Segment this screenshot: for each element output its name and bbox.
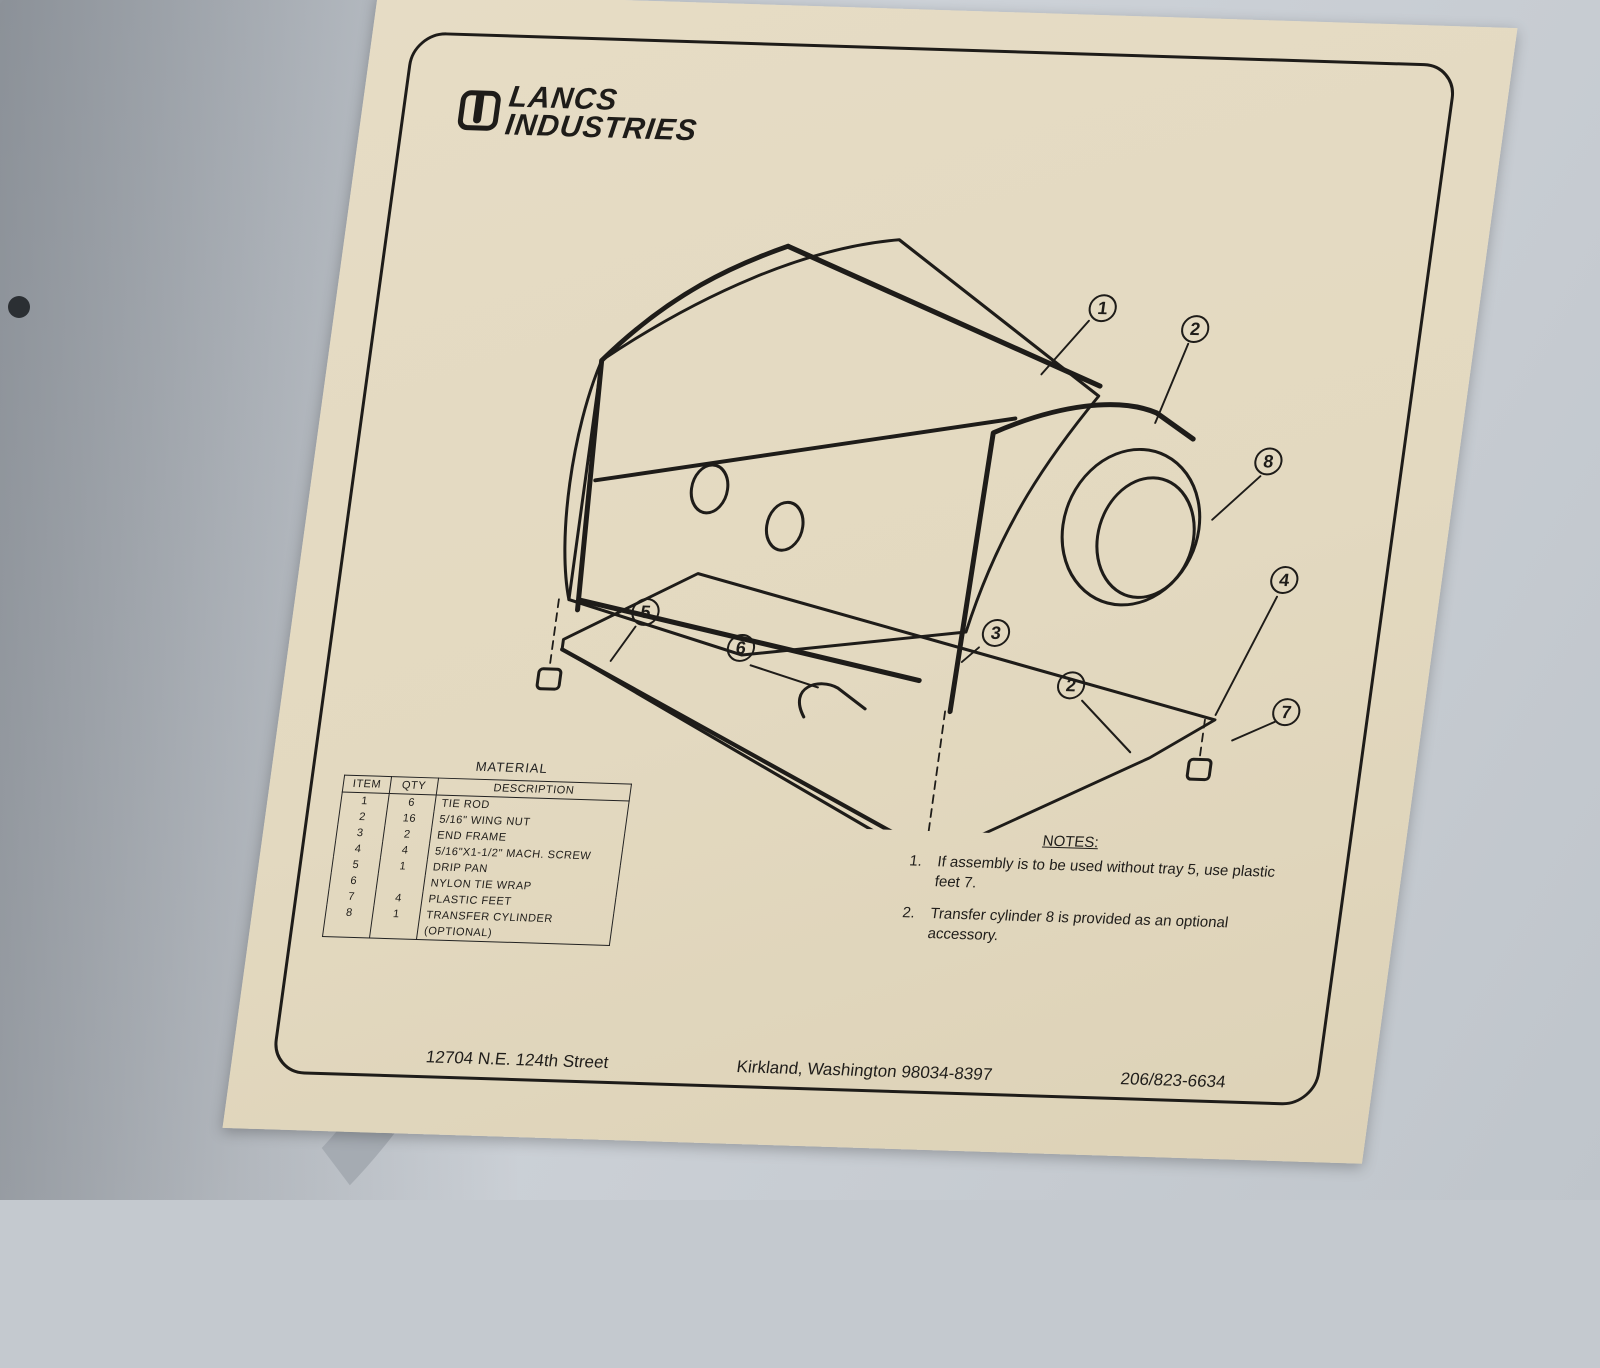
note-item: 1. If assembly is to be used without tra… xyxy=(905,851,1298,903)
glove-port-left xyxy=(689,463,730,515)
callout-5: 5 xyxy=(631,598,660,626)
svg-text:3: 3 xyxy=(990,623,1003,643)
footer-contact: 12704 N.E. 124th Street Kirkland, Washin… xyxy=(425,1047,1227,1092)
footer-address: 12704 N.E. 124th Street xyxy=(424,1047,610,1072)
material-item: 2 xyxy=(337,808,388,826)
callout-4: 4 xyxy=(1270,566,1299,594)
tie-rod-lower xyxy=(576,597,922,684)
logo-icon xyxy=(456,89,503,132)
material-qty: 2 xyxy=(382,825,432,844)
material-item: 4 xyxy=(333,840,383,858)
header-qty: QTY xyxy=(389,776,439,795)
tie-rod-top xyxy=(785,243,1103,389)
company-name: LANCS INDUSTRIES xyxy=(503,80,702,148)
footer-city: Kirkland, Washington 98034-8397 xyxy=(735,1057,994,1085)
photo-scene: LANCS INDUSTRIES xyxy=(0,0,1600,1200)
material-item: 1 xyxy=(340,792,390,810)
svg-text:2: 2 xyxy=(1065,675,1078,695)
material-qty: 1 xyxy=(378,857,428,876)
note-item: 2. Transfer cylinder 8 is provided as an… xyxy=(898,903,1291,955)
material-qty xyxy=(376,873,426,892)
note-text: Transfer cylinder 8 is provided as an op… xyxy=(926,905,1230,945)
footer-phone: 206/823-6634 xyxy=(1119,1069,1227,1092)
end-frame-right xyxy=(947,402,1196,715)
header-item: ITEM xyxy=(342,775,392,794)
assembly-drawing: 1 2 8 4 5 3 6 2 7 xyxy=(535,238,1301,843)
material-qty: 16 xyxy=(384,809,434,828)
svg-text:6: 6 xyxy=(735,638,748,658)
material-qty: 4 xyxy=(380,841,430,860)
material-qty: 6 xyxy=(387,793,437,812)
svg-text:8: 8 xyxy=(1262,451,1275,471)
callout-7: 7 xyxy=(1272,698,1301,727)
callout-3: 3 xyxy=(981,619,1011,647)
bag-body xyxy=(567,238,1101,657)
material-item: 6 xyxy=(329,872,379,890)
nylon-tie-wrap xyxy=(797,682,867,719)
plastic-foot xyxy=(1185,757,1213,782)
glove-port-right xyxy=(764,500,805,552)
plastic-foot xyxy=(535,667,563,691)
sheet-border: LANCS INDUSTRIES xyxy=(270,31,1459,1107)
chair-bolt-hole xyxy=(8,296,30,318)
svg-text:5: 5 xyxy=(639,602,652,622)
material-item: 3 xyxy=(335,824,385,842)
svg-text:1: 1 xyxy=(1096,298,1109,318)
material-item: 8 xyxy=(324,904,374,922)
svg-text:4: 4 xyxy=(1278,570,1291,590)
svg-text:2: 2 xyxy=(1189,319,1202,339)
instruction-sheet: LANCS INDUSTRIES xyxy=(222,0,1518,1164)
material-table-title: MATERIAL xyxy=(474,758,549,776)
callout-2b: 2 xyxy=(1056,671,1086,700)
notes-section: NOTES: 1. If assembly is to be used with… xyxy=(897,829,1302,968)
company-logo: LANCS INDUSTRIES xyxy=(456,80,703,148)
material-item: 5 xyxy=(331,856,381,874)
end-frame-left xyxy=(575,243,791,613)
material-qty xyxy=(369,921,419,940)
material-qty: 4 xyxy=(373,889,424,908)
drip-pan xyxy=(560,572,1217,843)
callout-2: 2 xyxy=(1181,315,1210,344)
company-name-line2: INDUSTRIES xyxy=(503,108,700,148)
material-item xyxy=(322,920,372,938)
bag-end-arch xyxy=(563,358,604,602)
note-text: If assembly is to be used without tray 5… xyxy=(933,853,1277,892)
material-item: 7 xyxy=(326,888,377,906)
material-qty: 1 xyxy=(371,905,421,923)
transfer-cylinder xyxy=(1060,447,1202,607)
callout-6: 6 xyxy=(726,634,756,662)
callout-1: 1 xyxy=(1088,294,1117,323)
svg-text:7: 7 xyxy=(1280,702,1293,722)
tie-rod-mid xyxy=(593,416,1018,483)
callout-8: 8 xyxy=(1254,447,1283,476)
